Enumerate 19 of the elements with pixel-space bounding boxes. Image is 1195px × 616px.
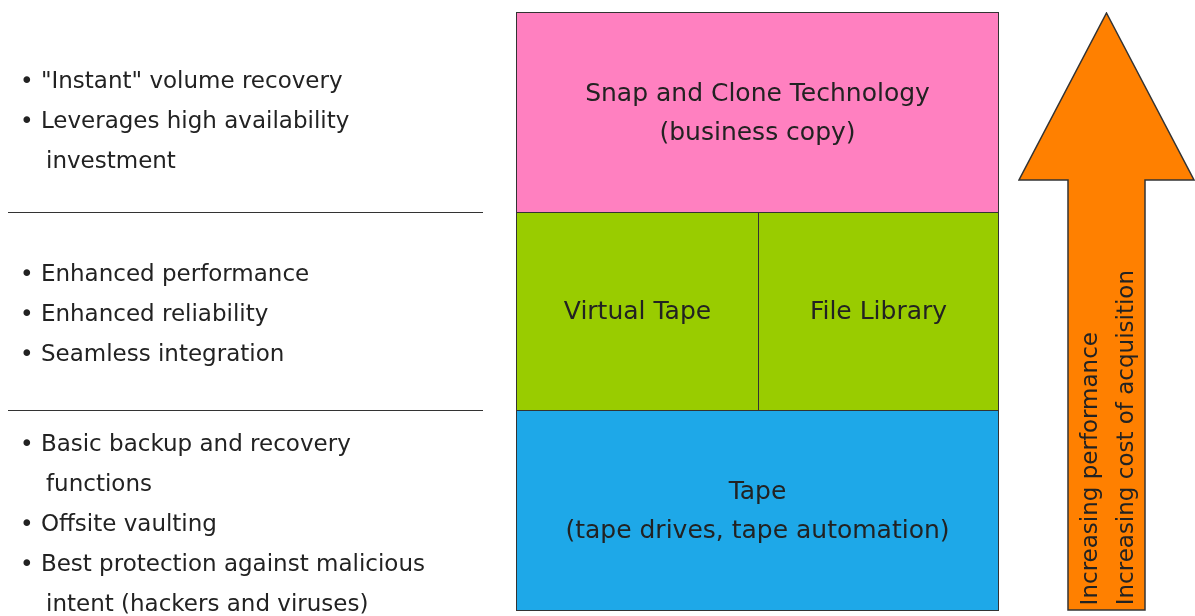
up-arrow	[1018, 12, 1195, 611]
layer-label: Tape (tape drives, tape automation)	[565, 474, 950, 546]
stack-layer	[758, 212, 999, 411]
bullet-item: • Enhanced reliability	[20, 299, 270, 328]
bullet-item: • Offsite vaulting	[20, 509, 218, 538]
bullet-item: • Leverages high availability investment	[20, 106, 351, 175]
bullet-item: • Enhanced performance	[20, 259, 311, 288]
stack-layer	[516, 12, 999, 213]
layer-label: Snap and Clone Technology (business copy)	[584, 76, 931, 148]
arrow-label: Increasing performance	[1076, 331, 1102, 605]
layer-label: Virtual Tape	[563, 295, 712, 328]
bullet-item: • Seamless integration	[20, 339, 286, 368]
bullet-item: • Basic backup and recovery functions	[20, 429, 352, 498]
bullet-item: • Best protection against malicious intent (hackers and viruses)	[20, 549, 426, 616]
layer-label: File Library	[809, 295, 948, 328]
arrow-label: Increasing cost of acquisition	[1112, 269, 1138, 605]
stack-layer	[516, 212, 759, 411]
bullet-item: • "Instant" volume recovery	[20, 66, 344, 95]
stack-layer	[516, 410, 999, 611]
